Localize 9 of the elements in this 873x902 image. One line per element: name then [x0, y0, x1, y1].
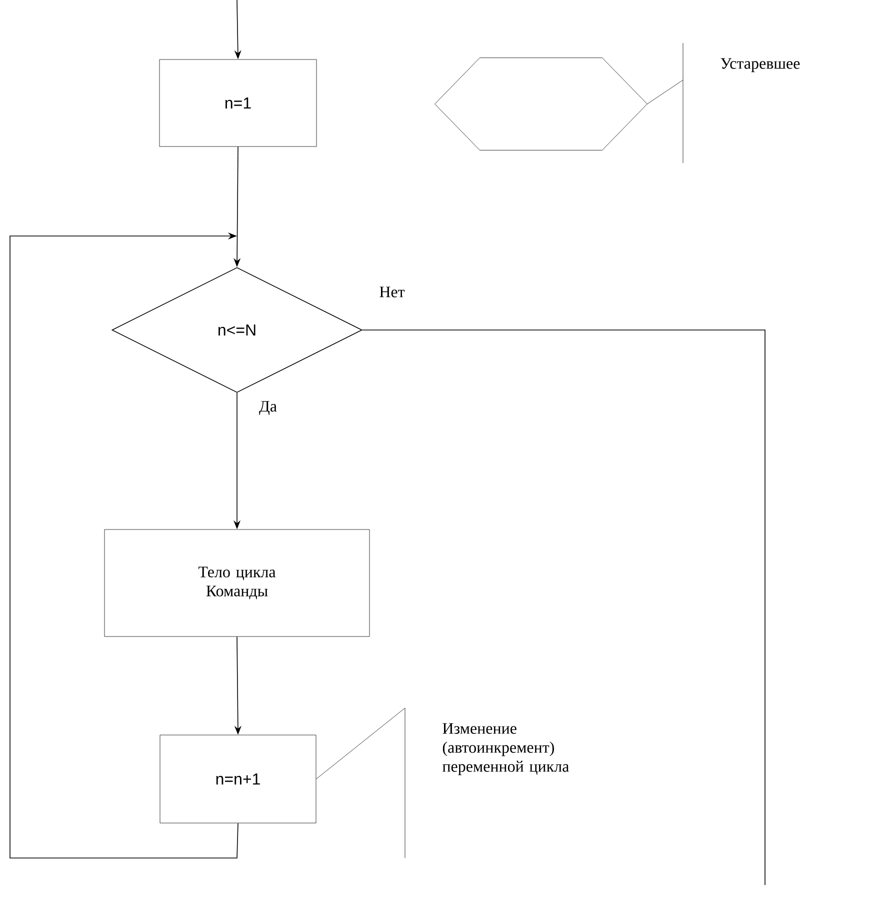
process-box: Тело цикла Команды: [104, 529, 370, 637]
process-box: n=n+1: [160, 734, 316, 824]
edge-label: Да: [258, 400, 278, 416]
arrow: [10, 232, 238, 858]
comment-bracket: Устаревшее: [682, 42, 800, 164]
hexagon: [434, 58, 648, 150]
comment-bracket: Изменение (автоинкремент) переменной цикла: [404, 708, 569, 858]
process-box: n=1: [159, 59, 317, 147]
edge-label: Нет: [378, 286, 406, 298]
